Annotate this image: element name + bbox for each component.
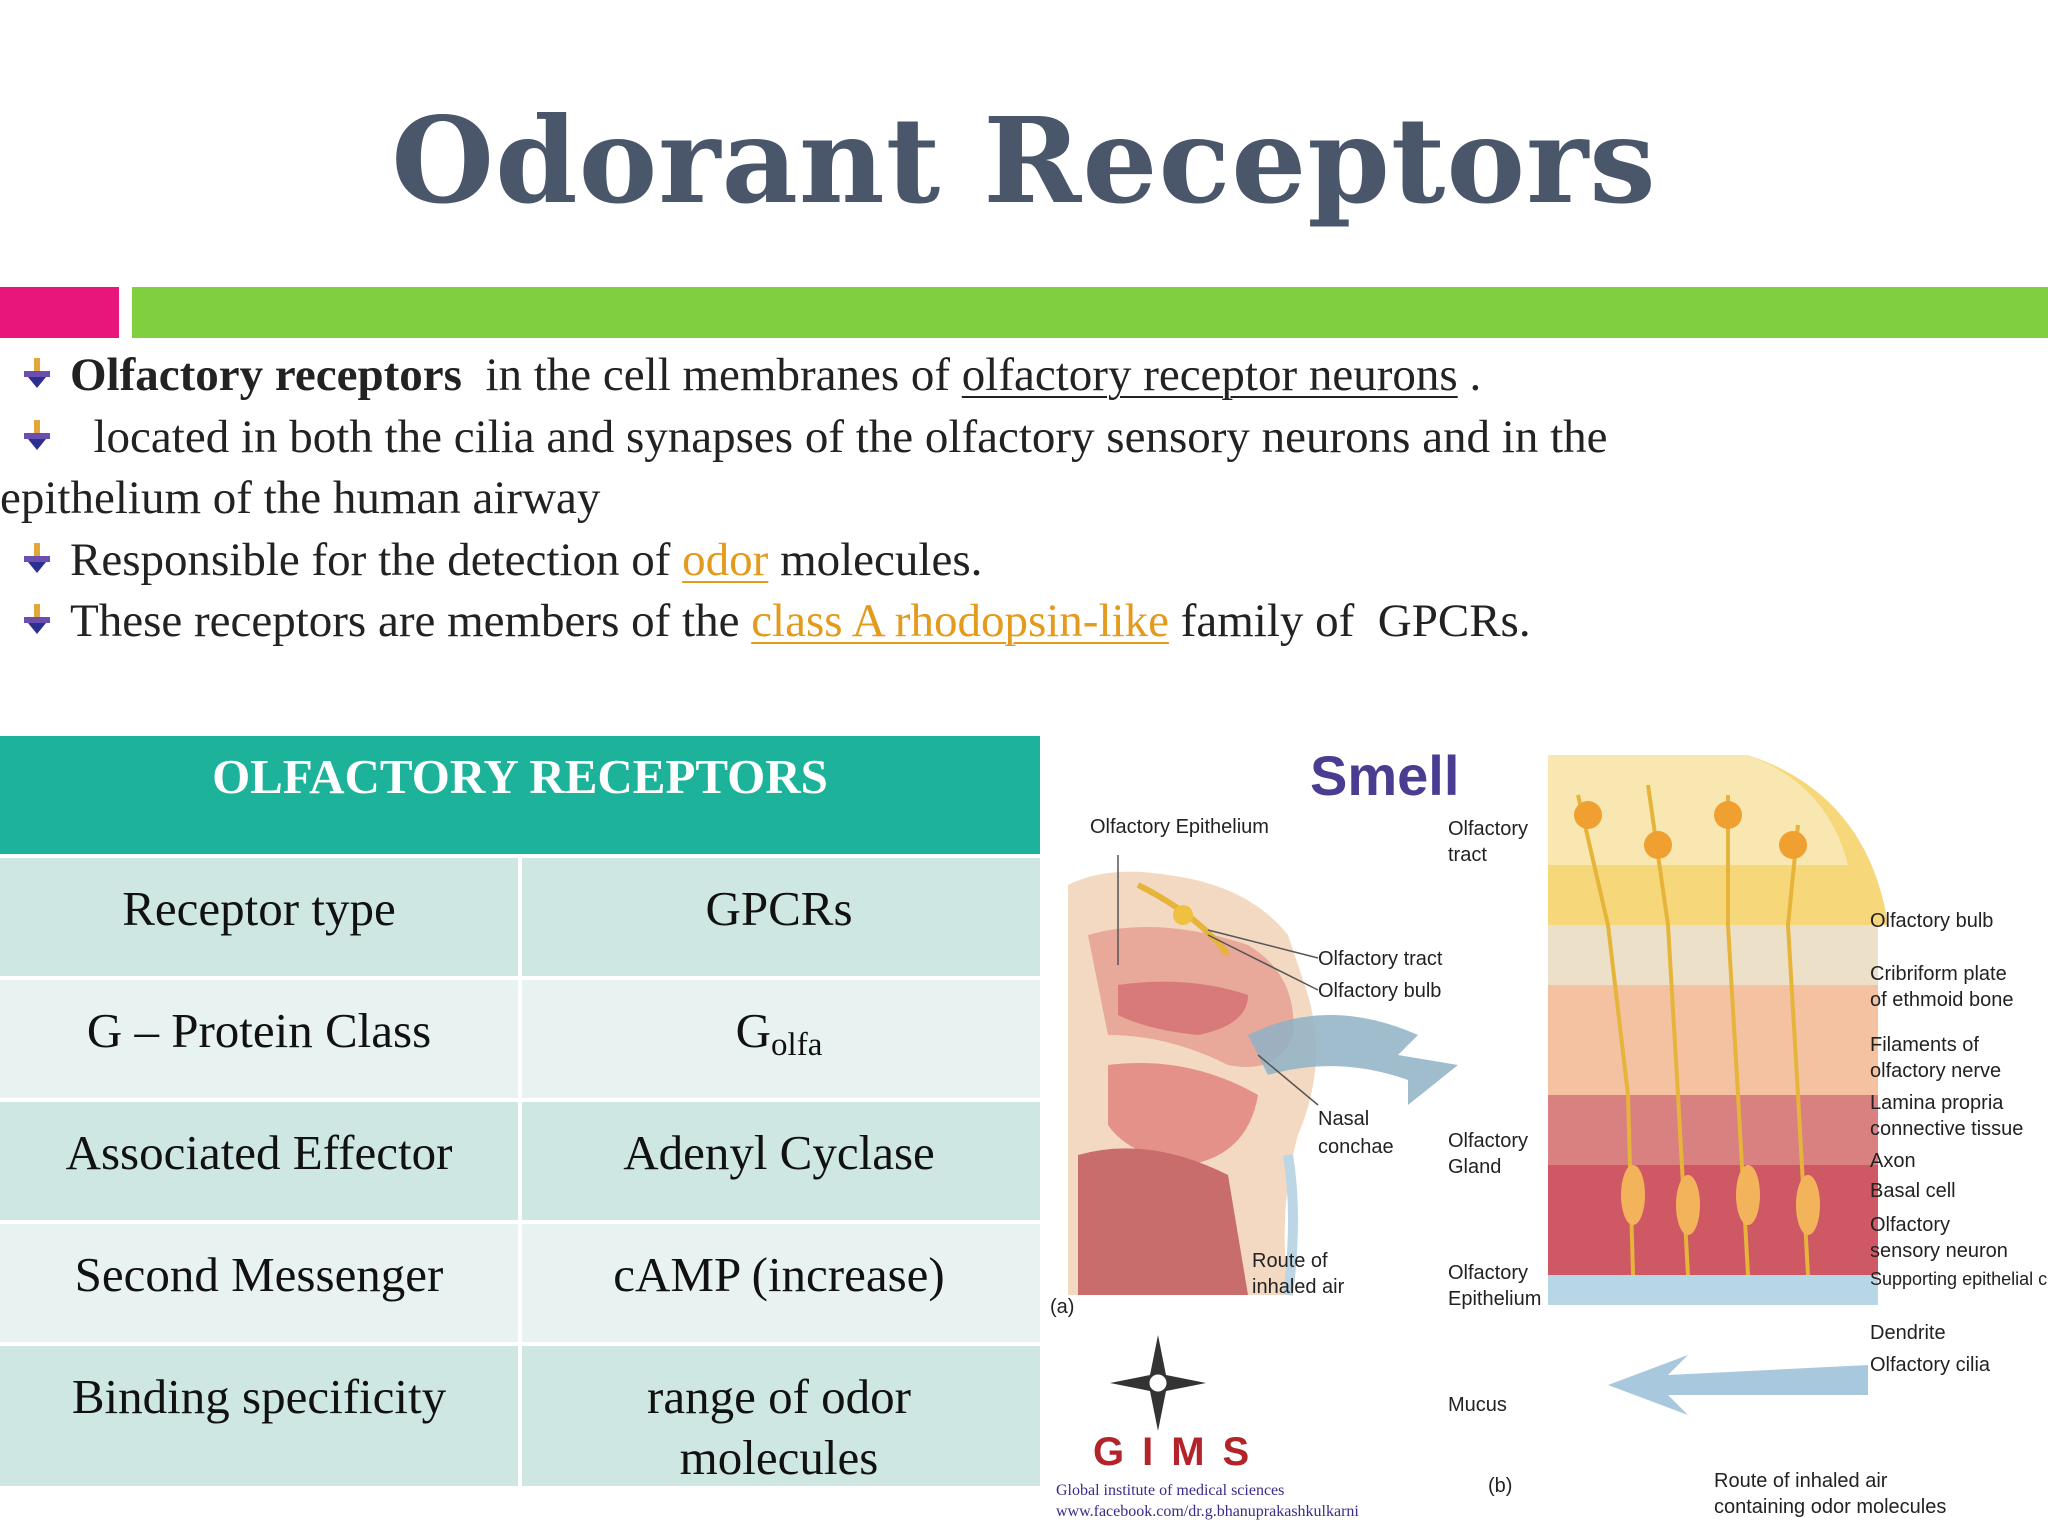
svg-text:Olfactory cilia: Olfactory cilia [1870,1354,1991,1376]
bullet-3: Responsible for the detection of odor mo… [20,530,2020,592]
svg-text:(a): (a) [1050,1296,1074,1318]
link-odor[interactable]: odor [682,533,769,586]
row-label: G – Protein Class [86,1003,432,1058]
row-label: Associated Effector [65,1125,453,1180]
svg-text:Nasal: Nasal [1318,1108,1369,1130]
svg-text:Axon: Axon [1870,1150,1916,1172]
svg-text:Lamina propria: Lamina propria [1870,1092,2004,1114]
svg-text:(b): (b) [1488,1475,1512,1497]
svg-text:Epithelium: Epithelium [1448,1288,1541,1310]
arrow-bullet-icon [20,354,70,394]
svg-text:olfactory nerve: olfactory nerve [1870,1060,2001,1082]
right-callouts: Olfactory bulb Cribriform plate of ethmo… [1714,910,2048,1518]
svg-text:Olfactory: Olfactory [1448,1262,1528,1284]
table-row: Associated Effector Adenyl Cyclase [0,1098,1040,1220]
row-label: Receptor type [122,881,396,936]
table-header: OLFACTORY RECEPTORS [0,736,1040,854]
smell-anatomy-figure: Smell Olfactory Epithelium Olfactory tra… [1048,735,2048,1525]
svg-text:conchae: conchae [1318,1136,1394,1158]
svg-text:www.facebook.com/dr.g.bhanupra: www.facebook.com/dr.g.bhanuprakashkulkar… [1056,1503,1359,1520]
svg-text:inhaled air: inhaled air [1252,1276,1345,1298]
table-row: Receptor type GPCRs [0,854,1040,976]
svg-text:containing odor molecules: containing odor molecules [1714,1496,1946,1518]
bullet-4: These receptors are members of the class… [20,591,2020,653]
olfactory-receptors-table: OLFACTORY RECEPTORS Receptor type GPCRs … [0,736,1040,1486]
svg-text:Olfactory: Olfactory [1870,1214,1950,1236]
row-label: Binding specificity [71,1369,447,1424]
svg-text:Global institute of medical sc: Global institute of medical sciences [1056,1482,1284,1499]
arrow-bullet-icon [20,416,70,456]
link-olfactory-receptor-neurons[interactable]: olfactory receptor neurons [961,349,1458,401]
svg-text:Mucus: Mucus [1448,1394,1507,1416]
smell-illustration: Smell Olfactory Epithelium Olfactory tra… [1050,744,2048,1520]
svg-text:Filaments of: Filaments of [1870,1034,1979,1056]
row-value: Adenyl Cyclase [518,1102,1036,1220]
accent-bar-pink [0,287,119,338]
svg-text:Supporting epithelial cell: Supporting epithelial cell [1870,1269,2048,1289]
svg-text:Olfactory tract: Olfactory tract [1318,948,1443,970]
svg-text:Olfactory bulb: Olfactory bulb [1318,980,1441,1002]
svg-text:Olfactory: Olfactory [1448,818,1528,840]
epithelium-detail [1548,755,1888,1415]
link-class-a-rhodopsin-like[interactable]: class A rhodopsin-like [751,595,1169,647]
svg-text:Route of inhaled air: Route of inhaled air [1714,1470,1888,1492]
svg-text:Basal cell: Basal cell [1870,1180,1956,1202]
svg-text:connective tissue: connective tissue [1870,1118,2023,1140]
slide-title: Odorant Receptors [391,91,1657,230]
row-label: Second Messenger [74,1247,444,1302]
svg-text:GIMS: GIMS [1093,1430,1267,1474]
svg-text:of ethmoid bone: of ethmoid bone [1870,989,2013,1011]
bullet-2: located in both the cilia and synapses o… [0,410,1608,525]
row-value: Golfa [518,980,1036,1098]
head-cross-section [1068,855,1458,1296]
row-value: cAMP (increase) [518,1224,1036,1342]
svg-text:tract: tract [1448,844,1487,866]
svg-text:Olfactory bulb: Olfactory bulb [1870,910,1993,932]
svg-text:Cribriform plate: Cribriform plate [1870,963,2007,985]
svg-text:Gland: Gland [1448,1156,1501,1178]
row-value: GPCRs [518,858,1036,976]
table-row: Second Messenger cAMP (increase) [0,1220,1040,1342]
figure-title: Smell [1310,744,1459,807]
svg-text:Olfactory Epithelium: Olfactory Epithelium [1090,816,1269,838]
arrow-bullet-icon [20,600,70,640]
arrow-bullet-icon [20,539,70,579]
svg-text:sensory neuron: sensory neuron [1870,1240,2008,1262]
gims-logo: GIMS Global institute of medical science… [1056,1335,1359,1520]
accent-bar-green [132,287,2048,338]
bullet-list: Olfactory receptors in the cell membrane… [0,345,2020,653]
svg-text:Route of: Route of [1252,1250,1328,1272]
table-row: G – Protein Class Golfa [0,976,1040,1098]
svg-text:Olfactory: Olfactory [1448,1130,1528,1152]
svg-text:Dendrite: Dendrite [1870,1322,1946,1344]
bullet-1: Olfactory receptors in the cell membrane… [20,345,2020,407]
